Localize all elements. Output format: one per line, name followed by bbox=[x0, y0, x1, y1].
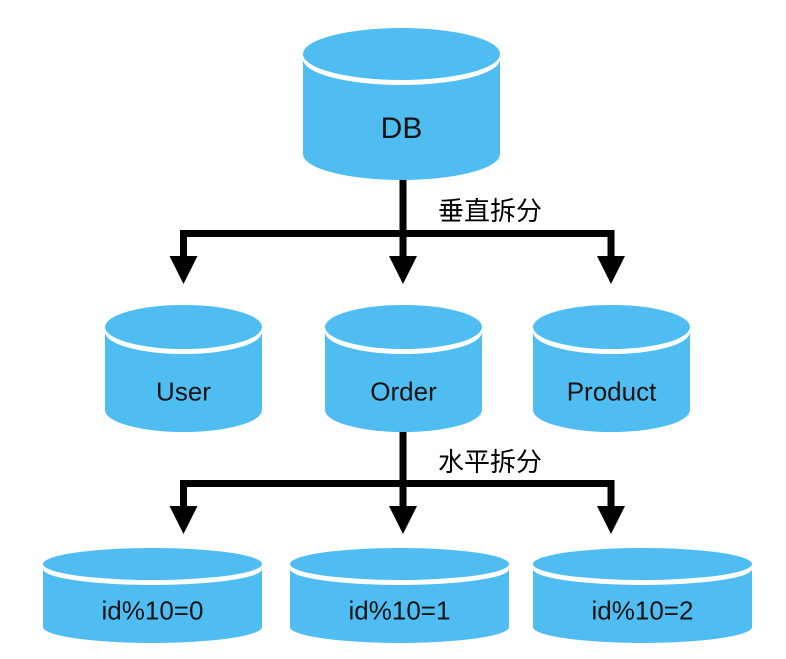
order-db-label: Order bbox=[370, 376, 437, 407]
cylinder-body bbox=[533, 569, 752, 643]
cylinder-lid bbox=[105, 305, 262, 349]
product-db-label: Product bbox=[566, 376, 657, 407]
cylinder-body bbox=[303, 59, 500, 180]
product-db-cylinder: Product bbox=[533, 305, 690, 432]
vertical-split-label: 垂直拆分 bbox=[438, 196, 543, 226]
order-db-cylinder: Order bbox=[325, 305, 482, 432]
horizontal-split-label: 水平拆分 bbox=[438, 447, 543, 477]
database-icon bbox=[533, 548, 752, 643]
database-icon bbox=[290, 548, 509, 643]
horizontal-split-arrow bbox=[169, 425, 625, 534]
user-db-cylinder: User bbox=[105, 305, 262, 432]
database-icon bbox=[533, 305, 690, 432]
shard1-db-cylinder: id%10=1 bbox=[290, 548, 509, 643]
cylinder-body bbox=[105, 332, 262, 432]
cylinder-lid bbox=[43, 548, 262, 580]
cylinder-lid bbox=[533, 548, 752, 580]
database-icon bbox=[105, 305, 262, 432]
db-cylinder: DB bbox=[303, 28, 500, 180]
cylinder-body bbox=[43, 569, 262, 643]
cylinder-lid bbox=[290, 548, 509, 580]
shard0-db-cylinder: id%10=0 bbox=[43, 548, 262, 643]
cylinder-lid bbox=[325, 305, 482, 349]
database-icon bbox=[43, 548, 262, 643]
database-icon bbox=[303, 28, 500, 180]
cylinder-body bbox=[290, 569, 509, 643]
database-icon bbox=[325, 305, 482, 432]
shard2-db-label: id%10=2 bbox=[591, 595, 694, 626]
cylinder-lid bbox=[303, 28, 500, 80]
cylinder-body bbox=[533, 332, 690, 432]
user-db-label: User bbox=[156, 376, 211, 407]
db-label: DB bbox=[380, 111, 423, 145]
cylinder-body bbox=[325, 332, 482, 432]
cylinder-lid bbox=[533, 305, 690, 349]
shard2-db-cylinder: id%10=2 bbox=[533, 548, 752, 643]
shard1-db-label: id%10=1 bbox=[348, 595, 451, 626]
shard0-db-label: id%10=0 bbox=[101, 595, 204, 626]
vertical-split-arrow bbox=[169, 176, 625, 284]
